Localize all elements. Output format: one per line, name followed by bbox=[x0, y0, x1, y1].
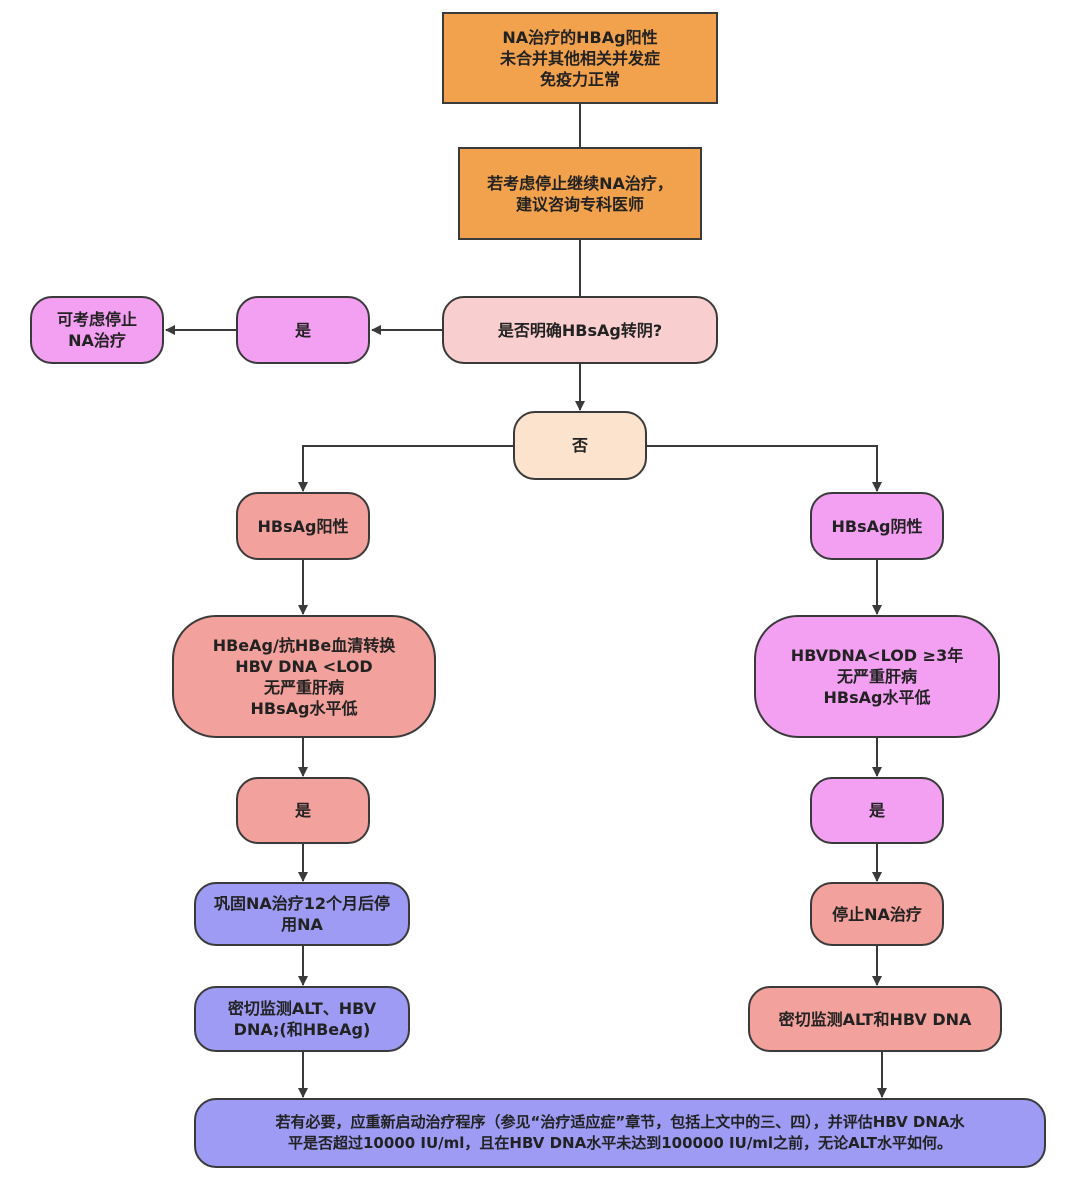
node-negative-yes: 是 bbox=[810, 777, 944, 844]
node-hbsag-negative: HBsAg阴性 bbox=[810, 492, 944, 560]
node-hbsag-positive: HBsAg阳性 bbox=[236, 492, 370, 560]
node-yes-top: 是 bbox=[236, 296, 370, 364]
node-consult: 若考虑停止继续NA治疗， 建议咨询专科医师 bbox=[458, 147, 702, 240]
node-positive-consolidate: 巩固NA治疗12个月后停 用NA bbox=[194, 882, 410, 946]
node-negative-criteria: HBVDNA<LOD ≥3年 无严重肝病 HBsAg水平低 bbox=[754, 615, 1000, 738]
node-positive-criteria: HBeAg/抗HBe血清转换 HBV DNA <LOD 无严重肝病 HBsAg水… bbox=[172, 615, 436, 738]
node-no: 否 bbox=[513, 411, 647, 480]
edge-no-neg bbox=[647, 445, 882, 492]
node-question: 是否明确HBsAg转阴? bbox=[442, 296, 718, 364]
node-negative-stop: 停止NA治疗 bbox=[810, 882, 944, 946]
node-positive-monitor: 密切监测ALT、HBV DNA;(和HBeAg) bbox=[194, 986, 410, 1052]
edge-no-pos bbox=[298, 445, 513, 492]
node-stop-top: 可考虑停止 NA治疗 bbox=[30, 296, 164, 364]
node-final-note: 若有必要，应重新启动治疗程序（参见“治疗适应症”章节，包括上文中的三、四），并评… bbox=[194, 1098, 1046, 1168]
node-negative-monitor: 密切监测ALT和HBV DNA bbox=[748, 986, 1002, 1052]
node-positive-yes: 是 bbox=[236, 777, 370, 844]
node-start: NA治疗的HBAg阳性 未合并其他相关并发症 免疫力正常 bbox=[442, 12, 718, 104]
